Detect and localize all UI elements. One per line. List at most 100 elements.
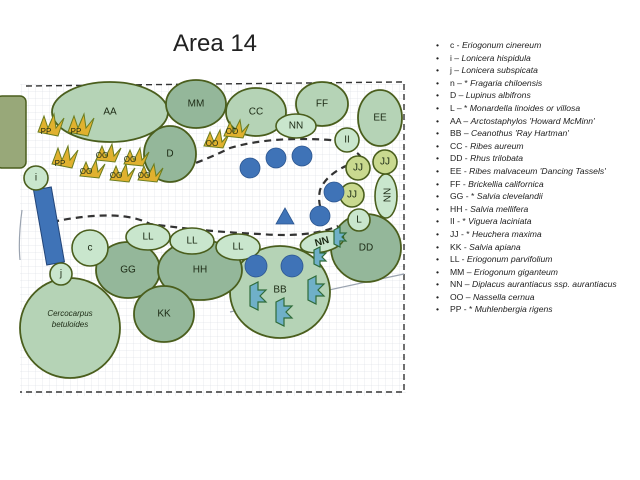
plant-label: OO (138, 171, 150, 180)
plant-label: EE (373, 113, 387, 124)
fragaria-star (249, 281, 268, 311)
boulder (291, 145, 313, 167)
boulders (239, 145, 345, 278)
legend-code: BB (450, 128, 462, 139)
legend-separator: – (461, 128, 472, 139)
bullet-icon: • (436, 266, 440, 277)
legend-code: DD (450, 153, 463, 164)
boulder (265, 147, 287, 169)
plant-label: D (166, 149, 173, 160)
legend-separator: – * (454, 102, 470, 113)
legend-item: •CC - Ribes aureum (436, 141, 636, 152)
plant-label: LL (186, 236, 198, 247)
plant-label: HH (193, 265, 207, 276)
plant-label: i (35, 173, 37, 184)
shrub-nn-top (275, 113, 317, 139)
legend-code: II (450, 216, 455, 227)
bullet-icon: • (436, 102, 440, 113)
bullet-icon: • (436, 254, 440, 265)
plant-label: DD (359, 243, 373, 254)
legend-separator: - (461, 241, 470, 252)
legend-item: •GG - * Salvia clevelandii (436, 191, 636, 202)
legend-species: Fragaria chiloensis (470, 77, 543, 88)
grass-clump (95, 142, 122, 163)
bullet-icon: • (436, 65, 440, 76)
plant-j (49, 262, 73, 286)
plant-label: j (59, 269, 62, 280)
fragaria-star (307, 275, 326, 305)
legend-code: i (450, 52, 452, 63)
legend-code: n (450, 77, 455, 88)
plant-label: OO (206, 139, 218, 148)
legend-species: Viguera laciniata (468, 216, 532, 227)
plant-label: OO (80, 167, 92, 176)
plant-label: JJ (347, 190, 357, 201)
legend-separator: – (451, 52, 462, 63)
plant-label: JJ (380, 157, 390, 168)
legend-separator: – (456, 90, 466, 101)
legend-code: c (450, 40, 455, 50)
plant-ii (334, 127, 360, 153)
legend-separator: - (461, 165, 470, 176)
legend-species: Nassella cernua (472, 291, 535, 302)
legend-separator: - * (454, 216, 469, 227)
legend-species: Diplacus aurantiacus ssp. aurantiacus (471, 279, 617, 290)
legend-species: Rhus trilobata (470, 153, 524, 164)
fragaria-symbols (249, 226, 348, 327)
grass-clump (223, 118, 250, 139)
bullet-icon: • (436, 140, 440, 151)
bullet-icon: • (436, 52, 440, 63)
legend-item: •PP - * Muhlenbergia rigens (436, 304, 636, 315)
plant-label: OO (96, 151, 108, 160)
legend-item: •II - * Viguera laciniata (436, 216, 636, 227)
plant-label: OO (226, 127, 238, 136)
legend-separator: – (463, 291, 473, 302)
plant-label: MM (188, 99, 205, 110)
legend-species: Ceanothus 'Ray Hartman' (471, 128, 569, 139)
bullet-icon: • (436, 77, 440, 88)
legend-code: CC (450, 140, 463, 151)
legend-separator: - (462, 203, 471, 214)
plant-label: FF (316, 99, 328, 110)
legend-item: •D – Lupinus albifrons (436, 90, 636, 101)
bullet-icon: • (436, 203, 440, 214)
legend-code: D (450, 90, 457, 101)
legend-separator: - (459, 254, 467, 265)
shrub-ff (295, 81, 349, 127)
legend-item: •EE - Ribes malvaceum 'Dancing Tassels' (436, 166, 636, 177)
bullet-icon: • (436, 241, 440, 252)
legend-item: •KK - Salvia apiana (436, 242, 636, 253)
garden-path (0, 95, 27, 169)
bullet-icon: • (436, 178, 440, 189)
plant-label: BB (273, 285, 287, 296)
fragaria-star (313, 246, 328, 268)
shrub-kk (133, 285, 195, 343)
fragaria-star (333, 226, 348, 248)
legend-item: •MM – Eriogonum giganteum (436, 267, 636, 278)
grass-clump (51, 144, 79, 169)
legend-item: •LL - Eriogonum parvifolium (436, 254, 636, 265)
legend-species: Eriogonum cinereum (461, 40, 542, 50)
legend-code: GG (450, 191, 464, 202)
legend-code: JJ (450, 228, 459, 239)
bullet-icon: • (436, 304, 440, 315)
legend-item: •NN – Diplacus aurantiacus ssp. aurantia… (436, 279, 636, 290)
plant-label: NN (289, 121, 303, 132)
legend-code: NN (450, 279, 463, 290)
legend-species: Eriogonum giganteum (473, 266, 558, 277)
plant-ll-3 (215, 233, 261, 261)
legend-code: AA (450, 115, 461, 126)
plant-label: OO (110, 171, 122, 180)
legend-species: Eriogonum parvifolium (466, 254, 553, 265)
grass-clump (79, 158, 106, 179)
bullet-icon: • (436, 291, 440, 302)
legend-species: Monardella linoides or villosa (469, 102, 581, 113)
plant-label: NN (380, 188, 391, 202)
legend-separator: - * (463, 191, 477, 202)
legend-separator: - (454, 40, 462, 50)
legend-item: •HH - Salvia mellifera (436, 204, 636, 215)
plant-jj-1 (372, 149, 398, 175)
